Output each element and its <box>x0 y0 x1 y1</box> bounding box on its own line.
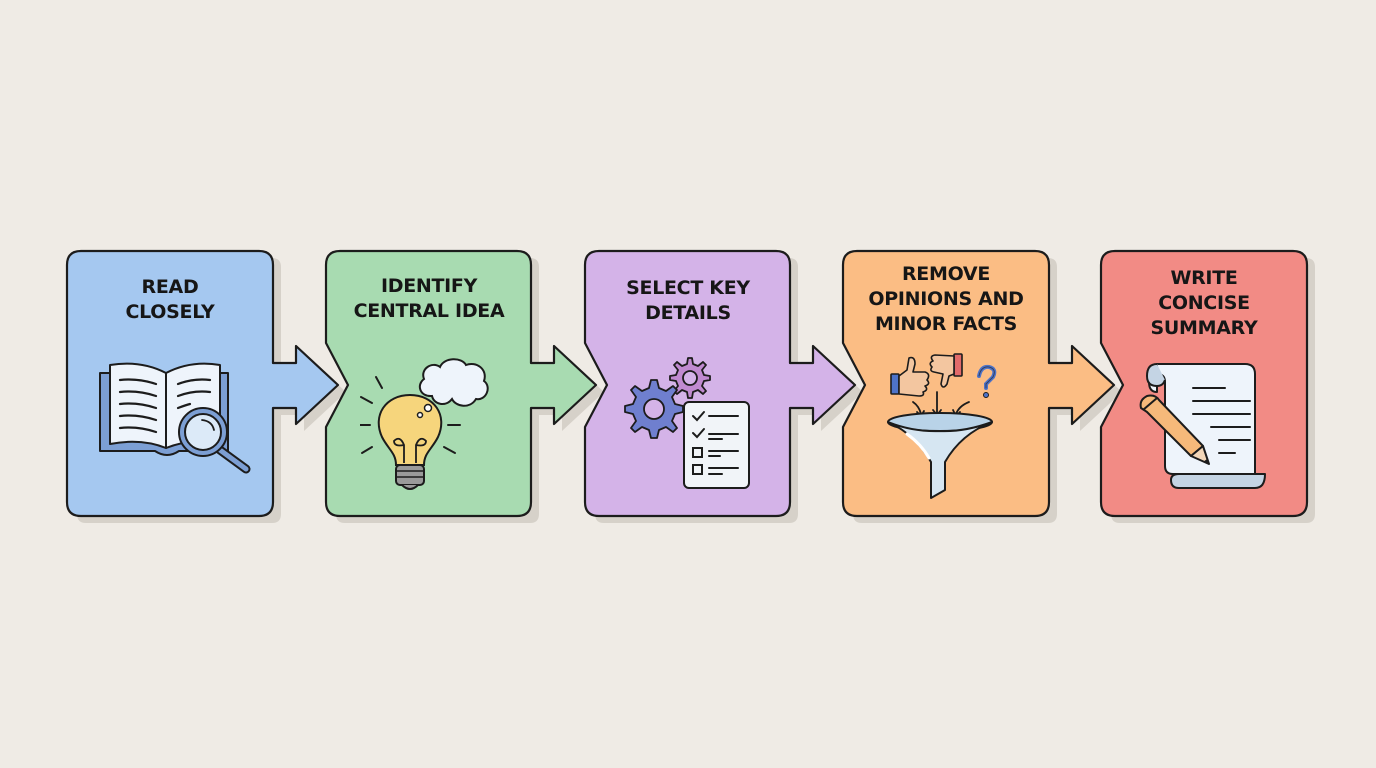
arrow-right-icon <box>273 346 338 424</box>
step-4-title-line: OPINIONS AND <box>868 288 1024 310</box>
step-5-title: WRITE CONCISE SUMMARY <box>1101 266 1307 341</box>
lightbulb-with-thought-cloud-icon <box>360 358 489 490</box>
funnel-filter-thumbs-question-icon <box>887 353 997 499</box>
step-1-title-line: CLOSELY <box>125 301 215 323</box>
step-5-title-line: CONCISE <box>1158 292 1250 314</box>
thumbs-up-icon <box>890 356 930 397</box>
step-5-title-line: WRITE <box>1170 267 1238 289</box>
step-4-title-line: MINOR FACTS <box>874 313 1018 335</box>
arrow-right-icon <box>531 346 596 424</box>
small-gear-icon <box>669 357 711 399</box>
step-3-title: SELECT KEY DETAILS <box>585 276 791 326</box>
step-4-title-line: REMOVE <box>901 263 991 285</box>
pencil-icon <box>1139 394 1210 465</box>
large-gear-icon <box>624 379 684 439</box>
step-1-title-line: READ <box>141 276 199 298</box>
step-4-title: REMOVE OPINIONS AND MINOR FACTS <box>843 262 1049 337</box>
gears-and-checklist-icon <box>624 357 750 489</box>
thumbs-down-icon <box>929 353 963 388</box>
step-3-title-line: SELECT KEY <box>626 277 750 299</box>
step-2-title: IDENTIFY CENTRAL IDEA <box>326 274 532 324</box>
step-5-title-line: SUMMARY <box>1150 317 1258 339</box>
step-3-card <box>583 249 863 523</box>
open-book-with-magnifying-glass-icon <box>99 362 251 474</box>
step-2-title-line: IDENTIFY <box>380 275 478 297</box>
arrow-right-icon <box>1049 346 1114 424</box>
arrow-right-icon <box>790 346 855 424</box>
scroll-with-pencil-icon <box>1139 363 1266 489</box>
step-4-card <box>841 249 1122 523</box>
step-2-title-line: CENTRAL IDEA <box>353 300 505 322</box>
step-1-title: READ CLOSELY <box>67 275 273 325</box>
step-3-title-line: DETAILS <box>645 302 731 324</box>
